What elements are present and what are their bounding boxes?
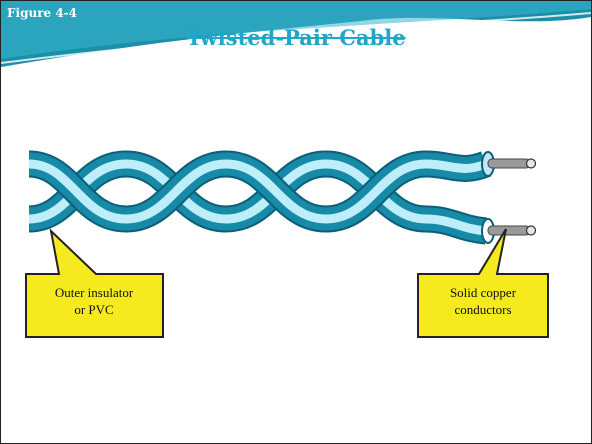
twisted-pair-diagram: Outer insulator or PVC Solid copper cond…: [1, 119, 549, 338]
header-banner: [1, 1, 591, 67]
callout-outer-insulator: Outer insulator or PVC: [25, 228, 164, 338]
header-wave-line: [1, 12, 591, 64]
conductor-bottom: [481, 218, 537, 244]
callout-right-line2: conductors: [454, 302, 511, 317]
callout-left-line1: Outer insulator: [55, 285, 134, 300]
slide-title: Twisted-Pair Cable: [186, 25, 406, 50]
callout-left-line2: or PVC: [74, 302, 113, 317]
callout-solid-copper: Solid copper conductors: [417, 228, 549, 338]
conductor-top: [481, 151, 537, 177]
figure-label: Figure 4-4: [7, 6, 78, 20]
header-wave-light: [1, 1, 591, 59]
callout-box-right: [417, 228, 549, 338]
callout-right-line1: Solid copper: [450, 285, 517, 300]
callout-box-left: [25, 228, 164, 338]
